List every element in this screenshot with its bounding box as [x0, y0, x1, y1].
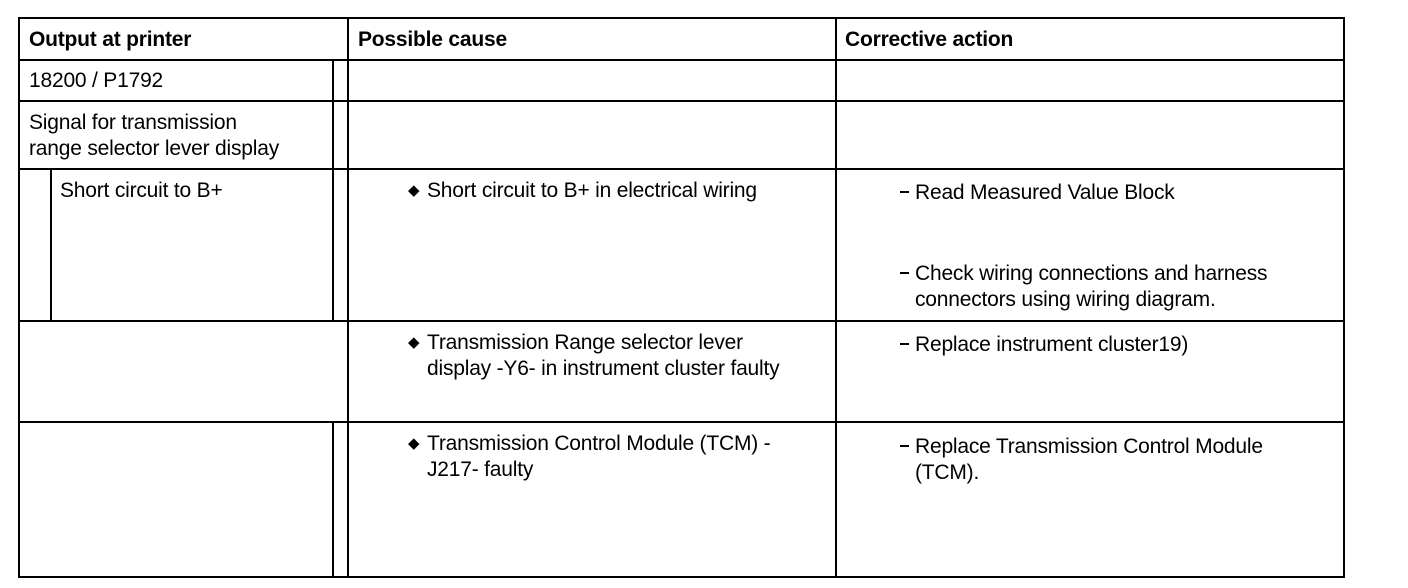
fault-code: 18200 / P1792 [29, 69, 164, 92]
header-output-at-printer: Output at printer [29, 28, 192, 51]
dash-icon [900, 445, 909, 447]
signal-description-line-1: Signal for transmission [29, 111, 237, 134]
action-row-2-line-1: Replace instrument cluster19) [915, 333, 1189, 356]
cause-row-3-line-2: J217- faulty [427, 458, 534, 481]
signal-description-line-2: range selector lever display [29, 137, 280, 160]
header-possible-cause: Possible cause [358, 28, 507, 51]
bullet-icon: ◆ [408, 435, 420, 452]
header-corrective-action: Corrective action [845, 28, 1014, 51]
cause-row-3-line-1: Transmission Control Module (TCM) - [427, 432, 771, 455]
bullet-icon: ◆ [408, 182, 420, 199]
dash-icon [900, 191, 909, 193]
dash-icon [900, 272, 909, 274]
action-row-1-a-line-1: Read Measured Value Block [915, 181, 1175, 204]
cause-row-2-line-2: display -Y6- in instrument cluster fault… [427, 357, 780, 380]
cause-row-1-line-1: Short circuit to B+ in electrical wiring [427, 179, 757, 202]
bullet-icon: ◆ [408, 334, 420, 351]
action-row-1-b-line-1: Check wiring connections and harness [915, 262, 1268, 285]
action-row-1-b-line-2: connectors using wiring diagram. [915, 288, 1216, 311]
action-row-3-line-1: Replace Transmission Control Module [915, 435, 1263, 458]
action-row-3-line-2: (TCM). [915, 461, 980, 484]
cause-row-2-line-1: Transmission Range selector lever [427, 331, 743, 354]
dash-icon [900, 343, 909, 345]
fault-condition: Short circuit to B+ [60, 179, 223, 202]
